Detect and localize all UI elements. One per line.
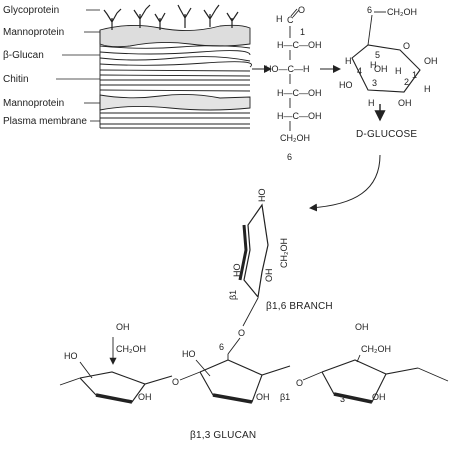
unit1-ch2oh: CH₂OH [116,344,146,354]
fischer-row-2: HO—C—H [265,64,310,74]
fischer-c6-number: 6 [287,152,292,162]
ring-ch2oh: CH₂OH [387,7,417,17]
glycoprotein-branches [103,4,239,30]
ring-h-c2: H [395,66,402,76]
label-mannoprotein-inner: Mannoprotein [3,98,64,109]
unit2-beta: β1 [280,392,290,402]
ring-c4-number: 4 [357,66,362,76]
fischer-projection: H C O 1 H—C—OH HO—C—H H—C—OH H—C—OH CH₂O… [265,5,322,162]
ring-h-c4: H [345,56,352,66]
unit2-ho: HO [182,349,196,359]
glucan-unit-1: OH CH₂OH HO OH [64,322,173,404]
ring-c6-number: 6 [367,5,372,15]
glucan-unit-3: OH CH₂OH 3 OH [321,322,419,404]
unit3-oh: OH [372,392,386,402]
ring-c1-number: 1 [412,70,417,80]
arrow-glucose-to-polymer [309,154,381,212]
branch-ho-top: HO [257,189,267,203]
unit1-ho: HO [64,351,78,361]
cell-wall-illustration [99,4,252,129]
label-plasma-membrane: Plasma membrane [3,116,87,127]
fischer-row-3: H—C—OH [277,88,322,98]
label-chitin: Chitin [3,74,29,85]
label-glycoprotein: Glycoprotein [3,5,59,16]
fischer-row-1: H—C—OH [277,40,322,50]
fischer-aldehyde-o: O [298,5,305,15]
ring-oh-c2: OH [398,98,412,108]
ring-h-c3: H [368,98,375,108]
branch-oh: OH [264,269,274,283]
ring-c2-number: 2 [404,77,409,87]
branch-o-link: O [238,328,245,338]
ring-oh-c1: OH [424,56,438,66]
unit2-oh: OH [256,392,270,402]
unit2-six: 6 [219,342,224,352]
fischer-c1: C [287,15,294,25]
link-o-2: O [296,378,303,388]
label-beta-glucan: β-Glucan [3,50,44,61]
branch-beta: β1 [228,290,238,300]
ring-h-c1: H [424,84,431,94]
unit1-oh-top: OH [116,322,130,332]
branch-caption: β1,6 BRANCH [266,301,333,312]
ring-h-c5: H [370,60,377,70]
unit3-three: 3 [340,394,345,404]
unit3-oh-top: OH [355,322,369,332]
branch-ch2oh: CH₂OH [279,238,289,268]
glucan-caption: β1,3 GLUCAN [190,430,256,441]
fischer-c1-number: 1 [300,27,305,37]
fischer-h: H [276,14,283,24]
ring-c3-number: 3 [372,78,377,88]
glucose-ring: 6 CH₂OH O 5 H 4 H HO 3 OH H 2 H OH 1 OH … [339,5,438,140]
beta13-glucan-chain: OH CH₂OH HO OH O 6 HO OH β1 O [59,322,449,441]
wall-layer-labels: Glycoprotein Mannoprotein β-Glucan Chiti… [3,5,87,127]
unit3-ch2oh: CH₂OH [361,344,391,354]
ring-oh-c3: OH [374,64,388,74]
branch-ho-left: HO [232,264,242,278]
ring-c5-number: 5 [375,50,380,60]
fischer-ch2oh: CH₂OH [280,133,310,143]
ring-oh-c4: HO [339,80,353,90]
ring-oxygen: O [403,41,410,51]
label-mannoprotein-outer: Mannoprotein [3,27,64,38]
d-glucose-caption: D-GLUCOSE [356,129,417,140]
beta16-branch: HO HO CH₂OH OH β1 β1,6 BRANCH O [227,189,333,355]
unit1-oh-low: OH [138,392,152,402]
fischer-row-4: H—C—OH [277,111,322,121]
link-o-1: O [172,377,179,387]
label-leaders [56,9,100,122]
glucan-unit-2: 6 HO OH β1 [182,342,290,404]
